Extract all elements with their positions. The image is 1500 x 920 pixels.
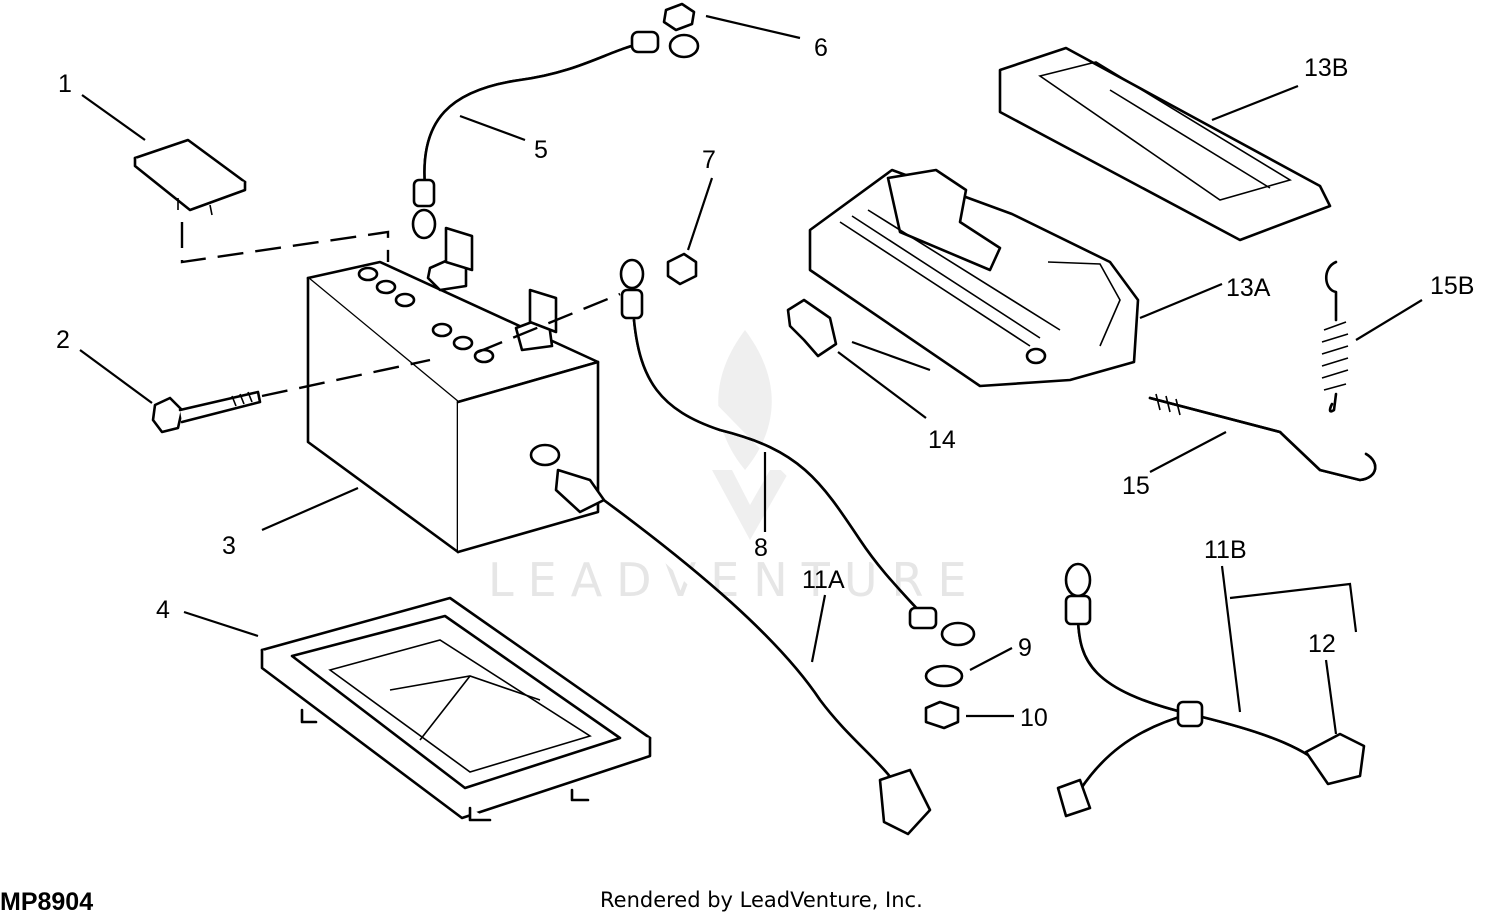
label-2: 2: [56, 326, 70, 354]
rendered-by-credit: Rendered by LeadVenture, Inc.: [600, 888, 923, 912]
label-15: 15: [1122, 472, 1150, 500]
wing-nut-14: [786, 298, 838, 358]
callout-labels: 1 2 3 4 5 6 7 8 9 10 11A 11B 12 13A 13B …: [56, 34, 1474, 732]
nut-10: [924, 700, 960, 730]
cable-11b-harness: [1056, 562, 1366, 818]
label-12: 12: [1308, 630, 1336, 658]
nut-7: [666, 252, 698, 286]
label-1: 1: [58, 70, 72, 98]
label-4: 4: [156, 596, 170, 624]
label-3: 3: [222, 532, 236, 560]
label-10: 10: [1020, 704, 1048, 732]
label-13b: 13B: [1304, 54, 1348, 82]
label-9: 9: [1018, 634, 1032, 662]
diagram-code: MP8904: [0, 888, 94, 916]
label-5: 5: [534, 136, 548, 164]
terminal-cover: [133, 138, 247, 216]
battery-tray: [260, 596, 652, 822]
washer-9: [924, 664, 964, 688]
label-11b: 11B: [1204, 536, 1247, 564]
label-14: 14: [928, 426, 956, 454]
hold-down-rod-15: [1148, 393, 1377, 482]
battery: [306, 226, 600, 554]
hold-down-bolt: [151, 292, 621, 434]
label-15b: 15B: [1430, 272, 1474, 300]
label-6: 6: [814, 34, 828, 62]
spring-15b: [1321, 260, 1349, 413]
label-13a: 13A: [1226, 274, 1271, 302]
label-8: 8: [754, 534, 768, 562]
nut-6: [662, 2, 696, 32]
battery-cable-8: [619, 258, 976, 647]
cable-11a: [554, 468, 932, 836]
battery-cable-5: [411, 30, 700, 240]
battery-cover-13a: [808, 168, 1140, 388]
label-11a: 11A: [802, 566, 845, 594]
label-7: 7: [702, 146, 716, 174]
leader-lines: [79, 14, 1423, 735]
battery-cover-13b: [998, 46, 1332, 242]
